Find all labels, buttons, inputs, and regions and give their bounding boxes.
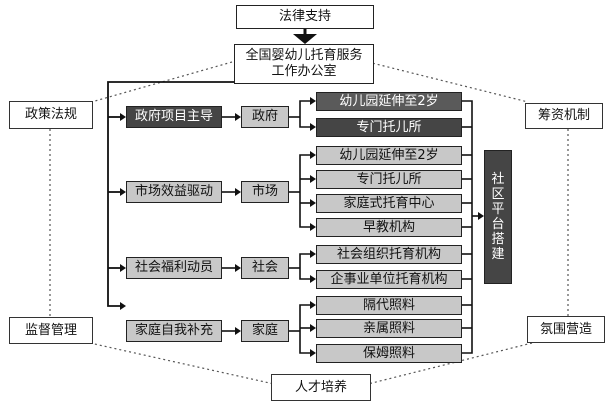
platform-char: 台 [491, 217, 505, 232]
service-label: 隔代照料 [362, 297, 415, 313]
talent-label: 人才培养 [294, 379, 347, 395]
driver-market: 市场效益驱动 [126, 181, 222, 203]
actor-government: 政府 [241, 106, 289, 128]
office-label-line2: 工作办公室 [271, 64, 337, 79]
driver-social: 社会福利动员 [126, 257, 222, 279]
driver-label: 政府项目主导 [134, 109, 213, 125]
service-item: 幼儿园延伸至2岁 [316, 92, 462, 111]
service-item: 亲属照料 [316, 319, 462, 338]
policy-label: 政策法规 [24, 107, 77, 123]
actor-social: 社会 [241, 257, 289, 279]
service-label: 幼儿园延伸至2岁 [339, 93, 439, 109]
platform-char: 建 [491, 247, 505, 262]
actor-label: 社会 [251, 260, 278, 276]
atmosphere-box: 氛围营造 [527, 316, 605, 343]
driver-label: 市场效益驱动 [134, 184, 213, 200]
actor-market: 市场 [241, 181, 289, 203]
service-label: 企事业单位托育机构 [330, 271, 448, 287]
driver-label: 家庭自我补充 [134, 323, 213, 339]
national-office-box: 全国婴幼儿托育服务 工作办公室 [234, 44, 374, 84]
supervision-label: 监督管理 [24, 322, 77, 338]
service-item: 幼儿园延伸至2岁 [316, 146, 462, 165]
policy-box: 政策法规 [9, 101, 93, 129]
service-label: 专门托儿所 [356, 119, 422, 135]
service-item: 专门托儿所 [316, 118, 462, 137]
supervision-box: 监督管理 [9, 317, 93, 344]
service-item: 隔代照料 [316, 296, 462, 315]
service-label: 早教机构 [362, 219, 415, 235]
platform-char: 搭 [491, 232, 505, 247]
community-platform-box: 社 区 平 台 搭 建 [484, 150, 512, 284]
service-item: 早教机构 [316, 218, 462, 237]
service-label: 专门托儿所 [356, 171, 422, 187]
service-item: 专门托儿所 [316, 170, 462, 189]
funding-box: 筹资机制 [525, 103, 603, 129]
service-label: 社会组织托育机构 [336, 246, 441, 262]
service-label: 家庭式托育中心 [343, 195, 435, 211]
actor-label: 市场 [251, 184, 278, 200]
platform-char: 社 [491, 172, 505, 187]
office-label-line1: 全国婴幼儿托育服务 [245, 48, 363, 64]
platform-char: 平 [491, 202, 505, 217]
service-label: 保姆照料 [362, 345, 415, 361]
law-support-box: 法律支持 [236, 5, 374, 29]
platform-char: 区 [491, 187, 505, 202]
service-item: 家庭式托育中心 [316, 194, 462, 213]
funding-label: 筹资机制 [537, 108, 590, 124]
down-arrow-icon [293, 28, 317, 44]
service-item: 企事业单位托育机构 [316, 270, 462, 289]
service-label: 亲属照料 [362, 320, 415, 336]
driver-label: 社会福利动员 [134, 260, 213, 276]
atmosphere-label: 氛围营造 [539, 321, 592, 337]
law-support-label: 法律支持 [278, 9, 331, 25]
actor-label: 家庭 [251, 323, 278, 339]
service-item: 保姆照料 [316, 344, 462, 363]
service-item: 社会组织托育机构 [316, 245, 462, 264]
driver-government: 政府项目主导 [126, 106, 222, 128]
driver-family: 家庭自我补充 [126, 320, 222, 342]
talent-box: 人才培养 [271, 374, 371, 401]
actor-label: 政府 [251, 109, 278, 125]
actor-family: 家庭 [241, 320, 289, 342]
service-label: 幼儿园延伸至2岁 [339, 147, 439, 163]
